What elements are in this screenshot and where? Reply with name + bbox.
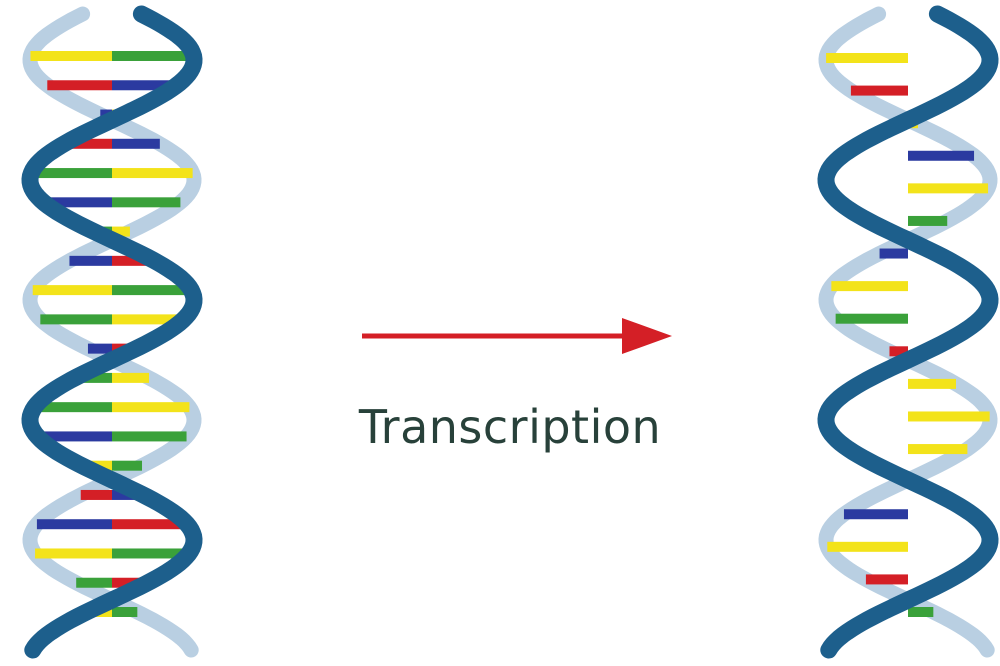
dna-base-left bbox=[69, 255, 112, 266]
dna-base-right bbox=[112, 197, 181, 208]
dna-base-right bbox=[112, 80, 177, 91]
dna-base-right bbox=[112, 168, 193, 179]
dna-base-right bbox=[112, 138, 160, 149]
rna-base bbox=[908, 378, 956, 389]
rna-front-strand bbox=[817, 5, 999, 659]
rna-base bbox=[879, 248, 908, 259]
dna-base-left bbox=[47, 80, 112, 91]
rna-base bbox=[826, 53, 908, 63]
dna-base-right bbox=[112, 255, 155, 266]
dna-base-right bbox=[112, 519, 188, 530]
dna-base-right bbox=[112, 51, 194, 61]
rna-base bbox=[889, 346, 908, 357]
arrow-head bbox=[622, 318, 672, 354]
dna-base-right bbox=[112, 226, 130, 237]
dna-base-right bbox=[112, 402, 190, 413]
dna-front-strand bbox=[21, 5, 203, 659]
dna-base-left bbox=[30, 51, 113, 61]
dna-base-left bbox=[43, 197, 112, 208]
dna-base-left bbox=[76, 577, 112, 588]
dna-base-right bbox=[112, 607, 138, 617]
rna-strand bbox=[817, 5, 999, 659]
rna-base bbox=[908, 411, 990, 422]
dna-base-right bbox=[112, 460, 143, 471]
dna-base-left bbox=[34, 402, 112, 413]
dna-base-left bbox=[40, 314, 112, 325]
dna-base-left bbox=[31, 168, 112, 179]
dna-base-left bbox=[36, 519, 112, 530]
dna-base-left bbox=[64, 138, 112, 149]
dna-base-right bbox=[112, 285, 192, 296]
dna-base-left bbox=[35, 548, 112, 559]
dna-base-left bbox=[80, 489, 112, 500]
rna-base bbox=[843, 509, 908, 520]
rna-base bbox=[831, 281, 908, 292]
transcription-arrow bbox=[362, 318, 672, 354]
dna-base-left bbox=[32, 285, 112, 296]
dna-base-right bbox=[112, 314, 184, 325]
dna-double-helix bbox=[21, 5, 203, 659]
rna-base bbox=[908, 183, 989, 194]
rna-base bbox=[908, 150, 975, 161]
rna-base bbox=[908, 607, 934, 617]
dna-base-left bbox=[87, 343, 112, 354]
rna-base bbox=[865, 574, 908, 585]
dna-base-right bbox=[112, 431, 187, 442]
rna-base bbox=[850, 85, 908, 96]
transcription-label: Transcription bbox=[358, 400, 662, 454]
rna-base bbox=[835, 313, 908, 324]
rna-base bbox=[908, 215, 948, 226]
rna-base bbox=[908, 444, 968, 455]
dna-base-left bbox=[37, 431, 112, 442]
dna-base-right bbox=[112, 548, 189, 559]
dna-base-right bbox=[112, 372, 150, 383]
rna-base bbox=[827, 541, 908, 552]
